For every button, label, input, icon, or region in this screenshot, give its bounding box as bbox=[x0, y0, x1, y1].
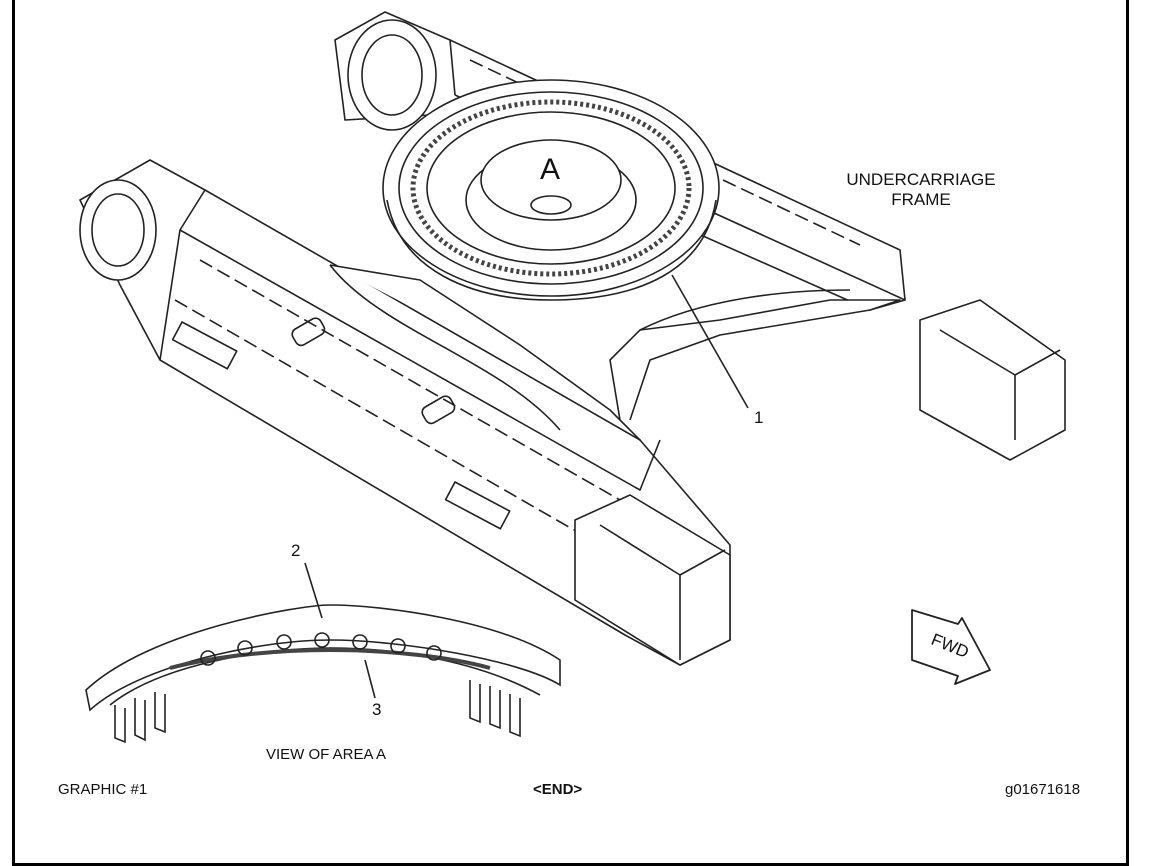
callout-2-leader bbox=[304, 562, 323, 619]
undercarriage-label-line1: UNDERCARRIAGE bbox=[846, 170, 996, 189]
callout-1-leader bbox=[671, 274, 749, 409]
undercarriage-label-line2: FRAME bbox=[891, 190, 951, 209]
upper-beam-right-end bbox=[919, 299, 1066, 461]
upper-left-end-boss bbox=[347, 19, 437, 131]
detail-rollers bbox=[200, 632, 442, 666]
center-carbody bbox=[329, 264, 901, 441]
ring-detail-view bbox=[85, 562, 561, 744]
detail-gear-teeth-right bbox=[469, 680, 521, 738]
lower-left-end-boss bbox=[79, 179, 157, 281]
view-caption: VIEW OF AREA A bbox=[266, 746, 387, 763]
center-hub bbox=[465, 139, 637, 251]
callout-3: 3 bbox=[372, 700, 382, 719]
undercarriage-frame-label: UNDERCARRIAGE FRAME bbox=[846, 170, 996, 210]
footer-graphic-number: GRAPHIC #1 bbox=[58, 781, 148, 798]
detail-gear-teeth-left bbox=[114, 692, 166, 744]
footer-graphic-id: g01671618 bbox=[1005, 781, 1081, 798]
footer-end-marker: <END> bbox=[533, 781, 583, 798]
area-a-marker: A bbox=[540, 153, 561, 186]
callout-3-leader bbox=[364, 659, 376, 699]
callout-1: 1 bbox=[754, 408, 764, 427]
lower-beam-right-end bbox=[574, 494, 731, 666]
callout-2: 2 bbox=[291, 541, 301, 560]
forward-arrow-icon: FWD bbox=[911, 609, 991, 685]
